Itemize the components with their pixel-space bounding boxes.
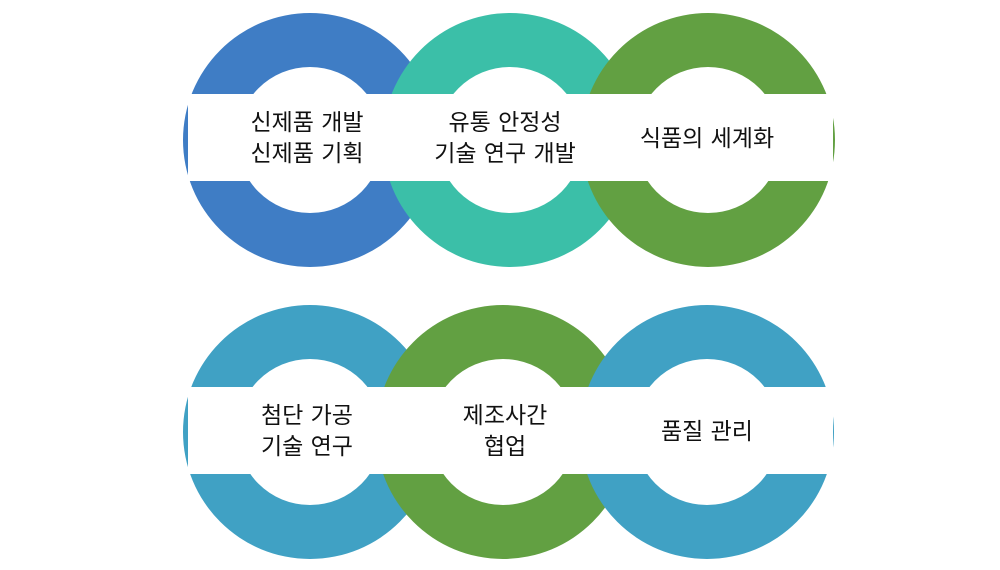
ring-0-0	[183, 13, 437, 267]
ring-0-1	[383, 13, 637, 267]
label-quality-control: 품질 관리	[661, 419, 753, 445]
label-advanced-processing: 첨단 가공 기술 연구	[261, 403, 353, 460]
label-new-product: 신제품 개발 신제품 기획	[250, 110, 364, 167]
label-band-1	[188, 387, 833, 474]
ring-0-2	[581, 13, 835, 267]
ring-1-2	[580, 305, 834, 559]
ring-1-0	[183, 305, 437, 559]
label-distribution: 유통 안정성 기술 연구 개발	[434, 110, 576, 167]
label-band-0	[188, 94, 833, 181]
label-manufacturer-collab: 제조사간 협업	[462, 403, 548, 460]
label-globalization: 식품의 세계화	[639, 126, 775, 152]
ring-1-1	[376, 305, 630, 559]
